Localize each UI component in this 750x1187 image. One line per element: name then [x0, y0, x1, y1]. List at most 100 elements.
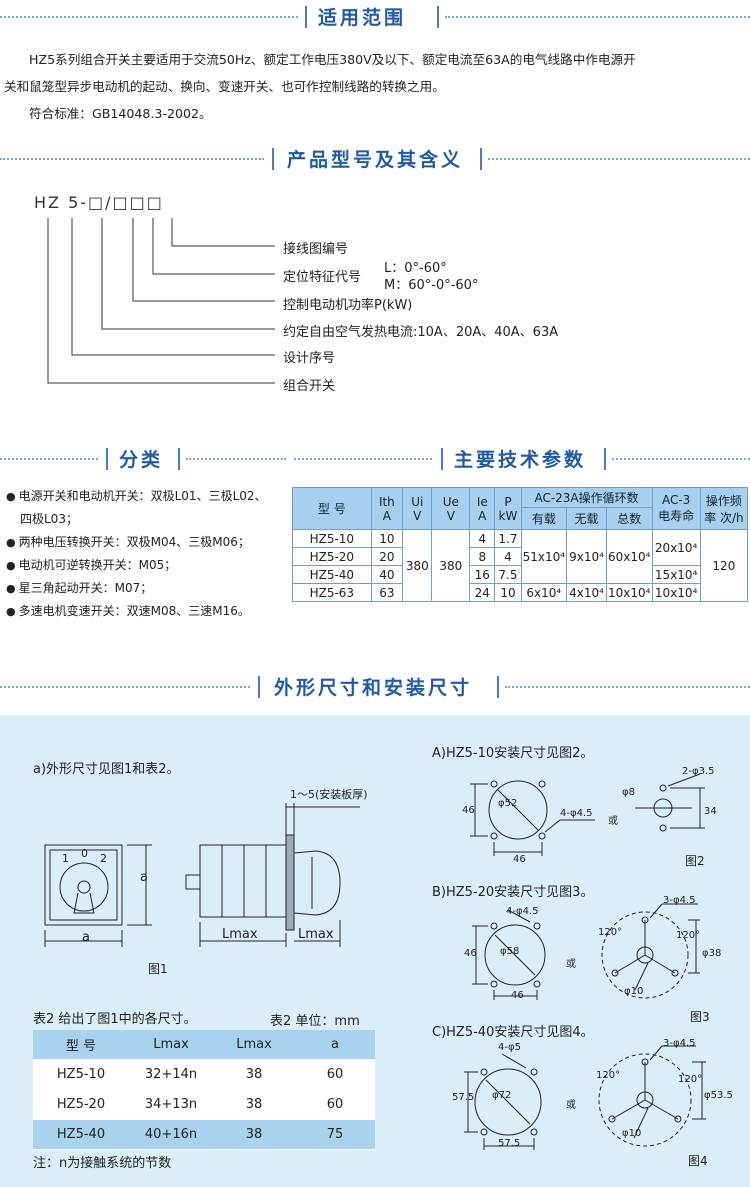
f3-3hole: 3-φ4.5 [663, 895, 696, 906]
model-item-5: 设计序号 [283, 351, 336, 366]
table2-header: 型 号 Lmax Lmax a [33, 1030, 375, 1060]
class-item-2: ●两种电压转换开关：双极M04、三极M06； [6, 535, 250, 549]
table2-footnote: 注：n为接触系统的节数 [33, 1156, 172, 1171]
f3-38: φ38 [702, 948, 722, 959]
f4-575-horizontal: 57.5 [498, 1138, 521, 1149]
model-pos-l: L：0°-60° [384, 261, 447, 276]
th-model: 型 号 [292, 487, 372, 530]
dims-A-text: A)HZ5-10安装尺寸见图2。 [432, 746, 594, 761]
section-header-model: 产品型号及其含义 [0, 144, 750, 174]
model-code: HZ 5-□/□□□ [34, 193, 164, 212]
dims-title: 外形尺寸和安装尺寸 [274, 677, 473, 699]
table-row: HZ5-40 40+16n 38 75 [33, 1119, 375, 1150]
table-row: HZ5-10 32+14n 38 60 [33, 1059, 375, 1090]
section-header-class: 分类 主要技术参数 [0, 444, 750, 474]
f4-or: 或 [566, 1100, 576, 1111]
model-item-4: 约定自由空气发热电流:10A、20A、40A、63A [283, 325, 559, 340]
model-code-leader-lines [47, 218, 275, 384]
f2-46-horizontal: 46 [513, 854, 526, 865]
th-freq: 操作频率 次/h [699, 487, 749, 530]
model-item-1: 接线图编号 [283, 242, 349, 257]
model-pos-m: M：60°-0°-60° [384, 278, 479, 293]
scope-line-2: 关和鼠笼型异步电动机的起动、换向、变速开关、也可作控制线路的转换之用。 [4, 79, 445, 94]
table-row: HZ5-20 34+13n 38 60 [33, 1089, 375, 1120]
class-item-1: ●电源开关和电动机开关：双极L01、三极L02、 [6, 489, 267, 503]
th-load: 有载 [520, 507, 568, 530]
model-item-6: 组合开关 [283, 379, 336, 394]
dim-lmax-2: Lmax [298, 927, 334, 942]
dim-lmax-1: Lmax [222, 927, 258, 942]
table-row: HZ5-10 10 380 380 4 1.7 51x10⁴ 9x10⁴ 60x… [292, 529, 749, 602]
th-total: 总数 [605, 507, 653, 530]
dims-a-text: a)外形尺寸见图1和表2。 [33, 762, 180, 777]
f3-or: 或 [566, 959, 576, 970]
f4-10: φ10 [622, 1128, 642, 1139]
table2-unit: 表2 单位：mm [270, 1014, 360, 1029]
f3-10: φ10 [624, 986, 644, 997]
th-ac23: AC-23A操作循环数 [520, 487, 653, 508]
switch-pos-1: 1 [62, 852, 69, 865]
f2-or: 或 [608, 816, 618, 827]
f2-46-vertical: 46 [462, 805, 475, 816]
f4-535: φ53.5 [704, 1090, 733, 1101]
f2-hole: 4-φ4.5 [560, 808, 593, 819]
table-row: HZ5-63 63 24 10 6x10⁴ 4x10⁴ 10x10⁴ 10x10… [292, 583, 748, 602]
table2-note: 表2 给出了图1中的各尺寸。 [33, 1012, 197, 1027]
f2-phi8: φ8 [622, 787, 635, 798]
f2-34: 34 [704, 806, 717, 817]
table-row: HZ5-40 40 16 7.5 15x10⁴ [292, 565, 748, 584]
switch-pos-2: 2 [100, 852, 107, 865]
f3-46-vertical: 46 [464, 948, 477, 959]
figure-1-drawing [44, 803, 360, 947]
f2-2hole: 2-φ3.5 [682, 766, 715, 777]
class-item-4: ●星三角起动开关：M07； [6, 581, 153, 595]
f4-3hole: 3-φ4.5 [663, 1038, 696, 1049]
table2: 型 号 Lmax Lmax a HZ5-10 32+14n 38 60 HZ5-… [33, 1030, 375, 1150]
class-item-5: ●多速电机变速开关：双速M08、三速M16。 [6, 604, 250, 618]
scope-line-3: 符合标准：GB14048.3-2002。 [29, 106, 212, 121]
f3-hole: 4-φ4.5 [506, 906, 539, 917]
model-title: 产品型号及其含义 [287, 149, 464, 171]
plate-thickness-label: 1～5(安装板厚) [290, 788, 368, 801]
class-title: 分类 [119, 449, 164, 471]
fig1-caption: 图1 [148, 962, 168, 976]
f2-d52: φ52 [498, 798, 518, 809]
switch-pos-0: 0 [81, 847, 88, 860]
f3-d58: φ58 [500, 946, 520, 957]
section-header-scope: 适用范围 [0, 2, 750, 32]
tech-title: 主要技术参数 [454, 449, 587, 471]
model-item-2: 定位特征代号 [283, 270, 362, 285]
dims-B-text: B)HZ5-20安装尺寸见图3。 [432, 885, 594, 900]
dims-C-text: C)HZ5-40安装尺寸见图4。 [432, 1025, 594, 1040]
dim-a-bottom: a [82, 930, 90, 945]
figure-4-drawing [464, 1045, 706, 1150]
f3-120a: 120° [598, 927, 623, 938]
figure-3-drawing [472, 903, 700, 1000]
model-item-3: 控制电动机功率P(kW) [283, 298, 413, 313]
scope-title: 适用范围 [318, 7, 407, 29]
fig3-caption: 图3 [690, 1010, 710, 1024]
class-item-3: ●电动机可逆转换开关：M05； [6, 558, 177, 572]
f3-120b: 120° [676, 930, 701, 941]
scope-line-1: HZ5系列组合开关主要适用于交流50Hz、额定工作电压380V及以下、额定电流至… [29, 52, 636, 67]
class-item-1b: 四极L03； [20, 512, 78, 526]
f4-120a: 120° [596, 1070, 621, 1081]
f3-46-horizontal: 46 [511, 990, 524, 1001]
dim-a-side: a [140, 870, 148, 885]
th-noload: 无载 [566, 507, 607, 530]
figure-2-drawing [470, 773, 705, 856]
section-header-dims: 外形尺寸和安装尺寸 [0, 672, 750, 702]
f4-120b: 120° [678, 1074, 703, 1085]
f4-575-vertical: 57.5 [452, 1092, 475, 1103]
f4-hole: 4-φ5 [498, 1042, 521, 1053]
f4-d72: φ72 [492, 1090, 512, 1101]
fig2-caption: 图2 [685, 854, 705, 868]
fig4-caption: 图4 [688, 1154, 708, 1168]
